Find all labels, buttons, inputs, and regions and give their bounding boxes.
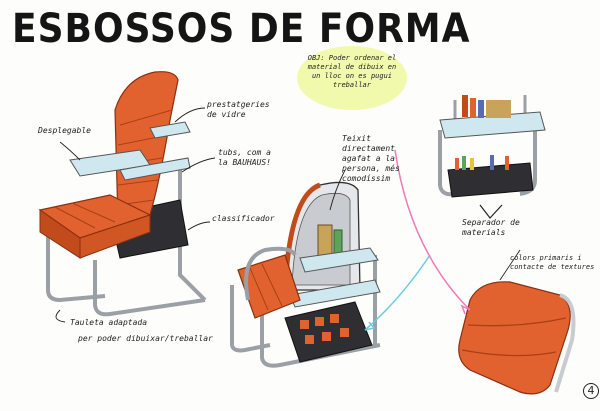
- shelf-unit-sketch: [438, 95, 546, 219]
- objective-text: OBJ: Poder ordenar el material de dibuix…: [307, 54, 397, 90]
- note-classificador: classificador: [212, 214, 275, 223]
- cushion-detail-sketch: [458, 281, 576, 395]
- page-title: ESBOSSOS DE FORMA: [12, 6, 471, 52]
- page-number: 4: [583, 383, 599, 399]
- objective-bubble: [297, 46, 407, 110]
- chair-sketch-center: [230, 181, 381, 368]
- note-prestatgeries: prestatgeries de vidre: [207, 100, 270, 119]
- note-colors: colors primaris i contacte de textures: [510, 254, 595, 271]
- note-separador: Separador de materials: [462, 218, 520, 237]
- note-tauleta-2: per poder dibuixar/treballar: [78, 334, 213, 343]
- chair-sketch-left: [38, 71, 207, 317]
- note-teixit: Teixit directament agafat a la persona, …: [342, 134, 400, 183]
- note-tubs: tubs, com a la BAUHAUS!: [218, 148, 271, 167]
- note-tauleta: Tauleta adaptada: [70, 318, 148, 327]
- pink-arrow: [394, 149, 471, 311]
- leader-lines: [55, 107, 521, 323]
- note-desplegable: Desplegable: [38, 126, 91, 135]
- blue-arrow: [364, 254, 431, 331]
